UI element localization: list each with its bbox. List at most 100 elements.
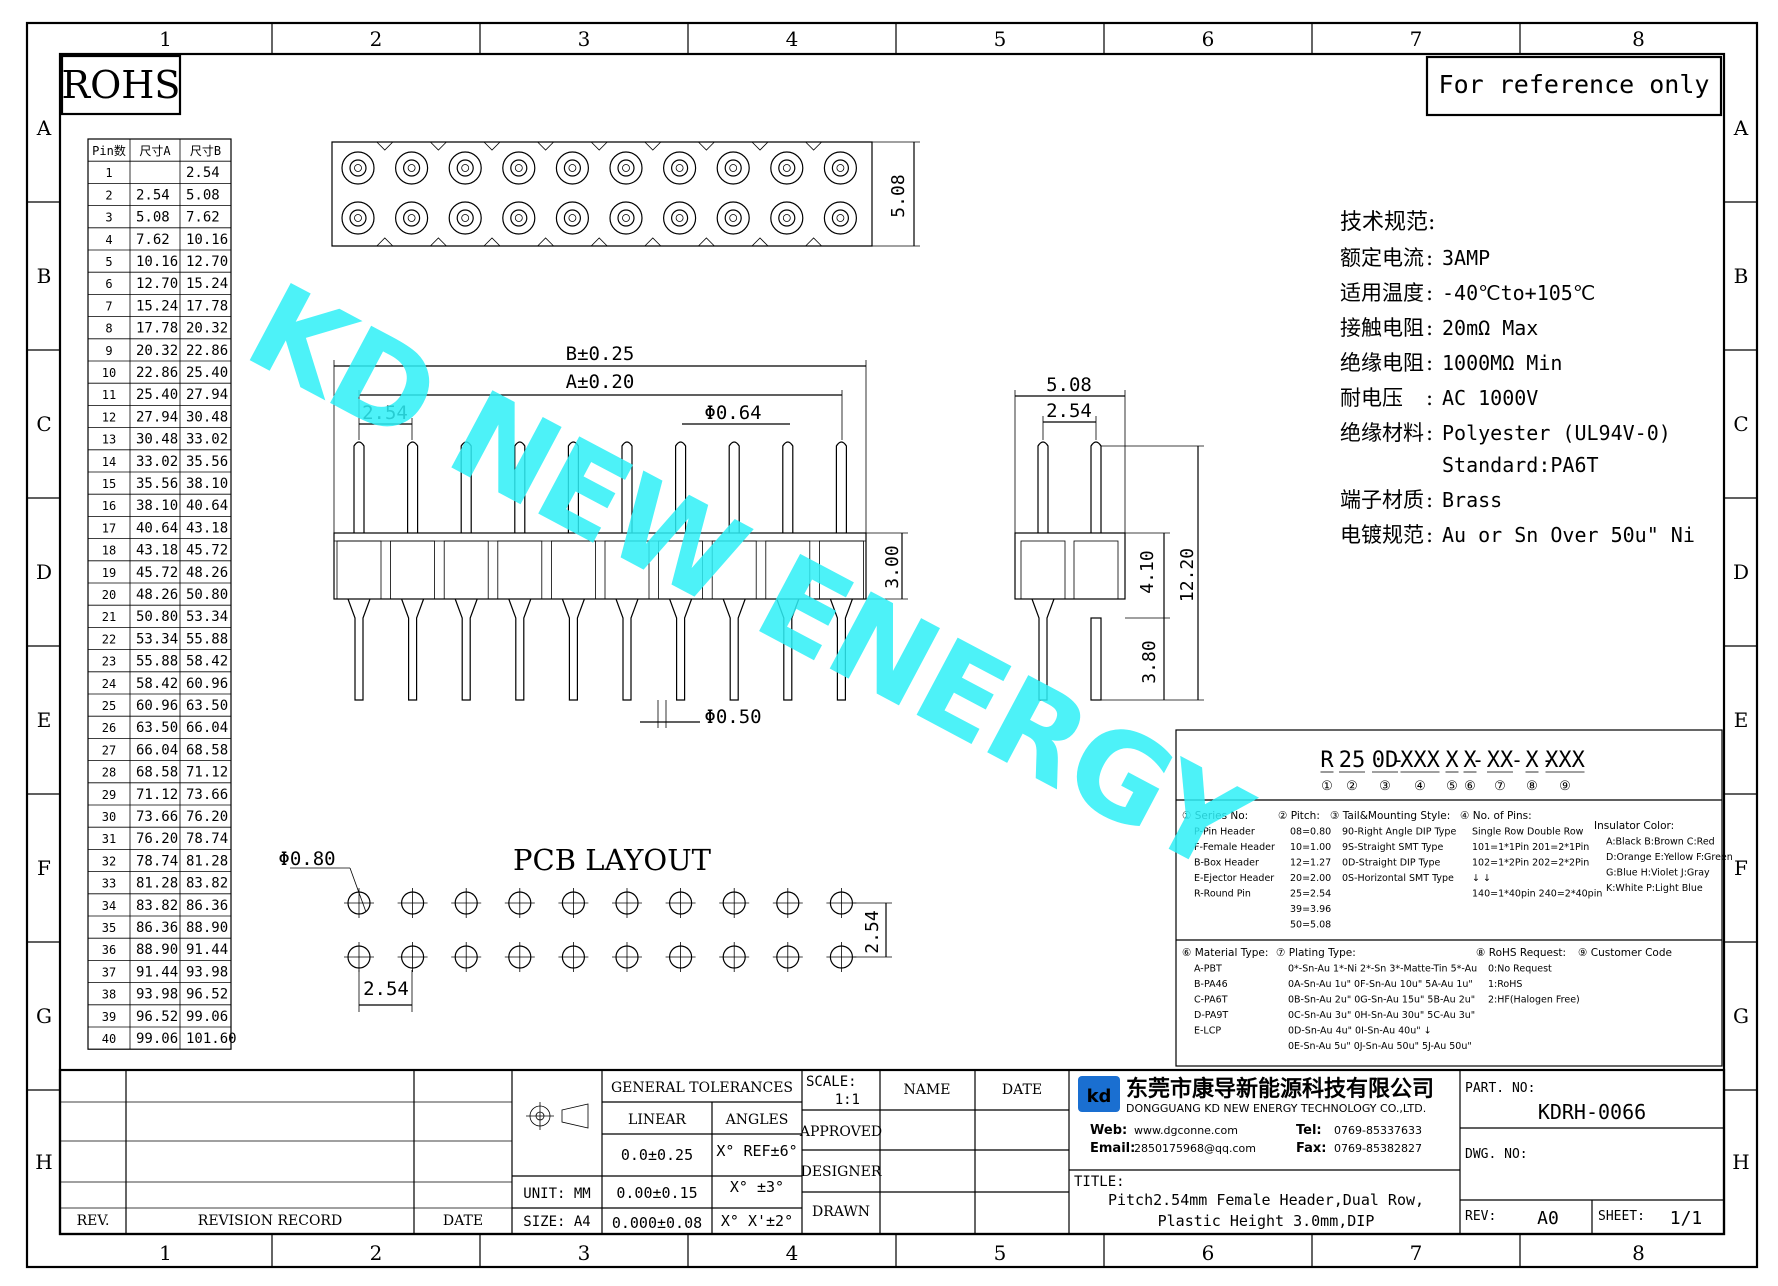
code-pins-line: Single Row Double Row: [1472, 827, 1584, 838]
tb-revision-record: REVISION RECORD: [198, 1213, 342, 1229]
top-socket-outer: [341, 201, 375, 235]
spec-colon: :: [1426, 351, 1433, 375]
pin-table-cell: 17.78: [186, 298, 228, 314]
top-socket-outer: [609, 201, 643, 235]
top-notch: [751, 141, 769, 151]
code-material-line: D-PA9T: [1194, 1010, 1228, 1021]
tb-dwg-no-label: DWG. NO:: [1465, 1147, 1528, 1162]
top-socket-inner: [670, 209, 689, 227]
code-rohs-line: 2:HF(Halogen Free): [1488, 995, 1580, 1006]
code-pitch-line: 39=3.96: [1290, 904, 1331, 915]
pin-table-cell: 48.26: [136, 587, 178, 603]
tb-date2: DATE: [1002, 1082, 1042, 1098]
top-socket-core: [729, 164, 738, 172]
pin-table-cell: 101.60: [186, 1031, 237, 1047]
front-socket-cell: [765, 540, 811, 600]
code-tail-title: ③ Tail&Mounting Style:: [1330, 810, 1450, 822]
front-pin-tail: [561, 598, 585, 701]
pin-table-cell: 30.48: [186, 409, 228, 425]
tb-rev-val: A0: [1537, 1208, 1559, 1229]
code-mark: ③: [1379, 779, 1391, 794]
code-tail-line: 0S-Horizontal SMT Type: [1342, 873, 1454, 884]
pin-table-cell: 18: [102, 544, 116, 558]
tb-fax-label: Fax:: [1296, 1141, 1326, 1156]
dim-side-380: 3.80: [1139, 640, 1160, 683]
pin-table-cell: 93.98: [136, 987, 178, 1003]
code-pins-line: 101=1*1Pin 201=2*1Pin: [1472, 842, 1589, 853]
pin-table-cell: 40.64: [136, 520, 178, 536]
top-notch: [644, 141, 662, 151]
tb-tol2: 0.00±0.15: [616, 1184, 697, 1202]
dim-tail-dia: Φ0.50: [704, 706, 761, 728]
front-pin-upper: [675, 441, 687, 533]
code-pitch-line: 20=2.00: [1290, 873, 1331, 884]
top-socket-core: [782, 164, 791, 172]
front-pin-tail: [401, 598, 425, 701]
code-material-line: B-PA46: [1194, 979, 1228, 990]
pin-table-cell: 11: [102, 388, 116, 402]
tb-part-no-label: PART. NO:: [1465, 1081, 1535, 1096]
pin-table-cell: 20: [102, 588, 116, 602]
pin-table-cell: 35: [102, 921, 116, 935]
front-pin-tail: [508, 598, 532, 701]
tb-title2: Plastic Height 3.0mm,DIP: [1158, 1212, 1375, 1230]
front-socket-cell: [551, 540, 596, 600]
spec-key: 端子材质: [1340, 488, 1424, 512]
code-material-line: C-PA6T: [1194, 995, 1228, 1006]
code-mark: ⑨: [1559, 779, 1571, 794]
top-socket-inner: [349, 209, 367, 227]
pin-table-cell: 33: [102, 877, 116, 891]
tb-linear: LINEAR: [628, 1112, 686, 1128]
pin-table-cell: 73.66: [136, 809, 178, 825]
pin-table-cell: 1: [105, 166, 112, 180]
dim-top-height: 5.08: [888, 174, 909, 217]
pin-table-cell: 91.44: [186, 942, 228, 958]
pin-table-cell: 17.78: [136, 321, 178, 337]
code-mark: ①: [1321, 779, 1333, 794]
code-series-line: R-Round Pin: [1194, 889, 1251, 900]
pin-table-cell: 5.08: [136, 210, 170, 226]
frame-col-label: 8: [1632, 27, 1645, 51]
top-socket-inner: [831, 159, 850, 177]
top-outline: [331, 141, 873, 247]
pin-table-cell: 66.04: [136, 742, 178, 758]
code-customer-title: ⑨ Customer Code: [1578, 947, 1672, 959]
top-socket-outer: [823, 201, 858, 235]
front-socket-cell: [604, 540, 650, 600]
pin-table-cell: 5.08: [186, 187, 220, 203]
frame-col-label: 8: [1632, 1241, 1645, 1265]
top-socket-outer: [448, 201, 482, 235]
pin-table-cell: 33.02: [136, 454, 178, 470]
code-series-line: E-Ejector Header: [1194, 873, 1274, 884]
spec-key: 接触电阻: [1340, 316, 1424, 340]
pin-table-cell: 68.58: [186, 742, 228, 758]
pin-table-cell: 15: [102, 477, 116, 491]
tb-scale-val: 1:1: [835, 1092, 860, 1108]
pin-table-cell: 22.86: [186, 343, 228, 359]
top-socket-outer: [823, 151, 858, 185]
pcb-title: PCB LAYOUT: [513, 843, 712, 877]
front-pin-upper: [835, 441, 847, 533]
watermark: KD NEW ENERGY: [226, 258, 1270, 901]
front-pin-upper: [514, 441, 526, 533]
tb-company-cn: 东莞市康导新能源科技有限公司: [1126, 1076, 1434, 1102]
spec-key: 适用温度: [1340, 281, 1424, 305]
dim-pitch: 2.54: [362, 402, 408, 424]
rohs-box: [60, 54, 182, 116]
code-dash: -: [1511, 748, 1523, 772]
dim-pin-dia: Φ0.64: [704, 402, 761, 424]
top-notch: [590, 237, 608, 247]
tb-date: DATE: [443, 1213, 483, 1229]
pin-table-cell: 53.34: [186, 609, 228, 625]
dim-side-width: 5.08: [1046, 374, 1092, 396]
top-notch: [698, 141, 715, 151]
tb-tel-label: Tel:: [1296, 1123, 1322, 1138]
spec-value: 20mΩ Max: [1442, 316, 1538, 340]
frame-col-label: 7: [1410, 1241, 1423, 1265]
pin-table-cell: 50.80: [136, 609, 178, 625]
pin-table-cell: 27: [102, 743, 116, 757]
top-socket-inner: [563, 159, 582, 177]
pin-table-cell: 66.04: [186, 720, 228, 736]
pin-table-cell: 40.64: [186, 498, 228, 514]
frame-col-label: 2: [370, 1241, 383, 1265]
